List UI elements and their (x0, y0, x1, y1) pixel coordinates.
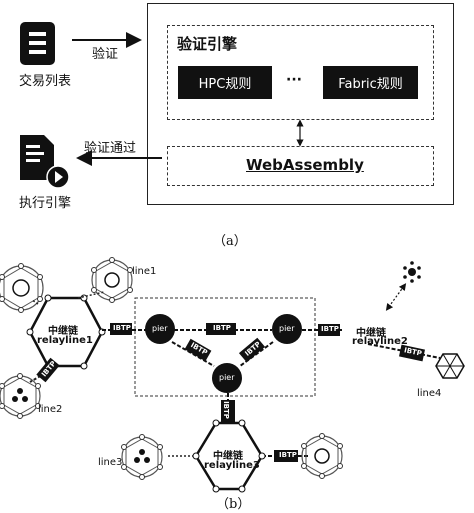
line3-node (121, 434, 163, 480)
small-cluster-icon (403, 261, 421, 283)
engine-title: 验证引擎 (177, 35, 238, 53)
verify-label: 验证 (92, 47, 119, 62)
panel-a-graphics (20, 22, 304, 189)
line3-label: line3 (98, 457, 123, 468)
line1b-node (91, 257, 133, 303)
line3b-node (301, 433, 343, 479)
relay2-id: relayline2 (352, 336, 408, 347)
caption-b: （b） (216, 497, 251, 512)
ibtp-label-5: IBTP (321, 325, 339, 333)
hpc-rule-box: HPC规则 (178, 66, 272, 99)
ibtp-label-1: IBTP (113, 324, 131, 332)
pier-node-left (145, 314, 175, 344)
tx-list-label: 交易列表 (19, 74, 72, 89)
outer-frame (147, 3, 454, 205)
pier-node-bottom (212, 363, 242, 393)
relay1-id: relayline1 (37, 335, 93, 346)
ibtp-label-2: IBTP (213, 324, 231, 332)
relay3-name: 中继链 (213, 451, 243, 462)
ibtp-tag-2 (206, 323, 236, 335)
line2-node (0, 373, 41, 419)
ibtp-tag-5 (318, 324, 340, 336)
ibtp-tag-4 (238, 337, 266, 363)
ellipsis: ··· (286, 72, 302, 88)
exec-engine-label: 执行引擎 (19, 196, 72, 211)
line1-node (0, 263, 44, 313)
line2-label: line2 (38, 404, 63, 415)
ibtp-label-7: IBTP (221, 401, 230, 419)
pier-node-right (272, 314, 302, 344)
ibtp-tag-3 (184, 338, 212, 362)
ibtp-tag-6 (36, 357, 60, 383)
list-icon (20, 22, 55, 65)
line4-node (435, 353, 465, 379)
exec-document-icon (20, 135, 70, 189)
pier-right-label: pier (279, 324, 295, 333)
ibtp-tag-7 (221, 400, 235, 422)
ibtp-tag-8 (274, 450, 298, 462)
line4-label: line4 (417, 388, 442, 399)
ibtp-label-8: IBTP (279, 451, 297, 459)
ibtp-tag-1 (110, 323, 132, 335)
line1-label: line1 (132, 266, 157, 277)
relay3-hexagon (192, 419, 266, 493)
ibtp-tag-9 (399, 344, 425, 362)
relay3-id: relayline3 (204, 460, 260, 471)
pier-cluster-box (134, 297, 316, 397)
fabric-rule-box: Fabric规则 (323, 66, 418, 99)
webassembly-label: WebAssembly (246, 156, 364, 174)
relay1-hexagon (26, 294, 106, 370)
relay2-name: 中继链 (356, 328, 386, 339)
pier-bottom-label: pier (219, 373, 235, 382)
caption-a: （a） (213, 234, 247, 249)
pier-left-label: pier (152, 324, 168, 333)
relay1-name: 中继链 (48, 326, 78, 337)
verified-label: 验证通过 (84, 141, 137, 156)
